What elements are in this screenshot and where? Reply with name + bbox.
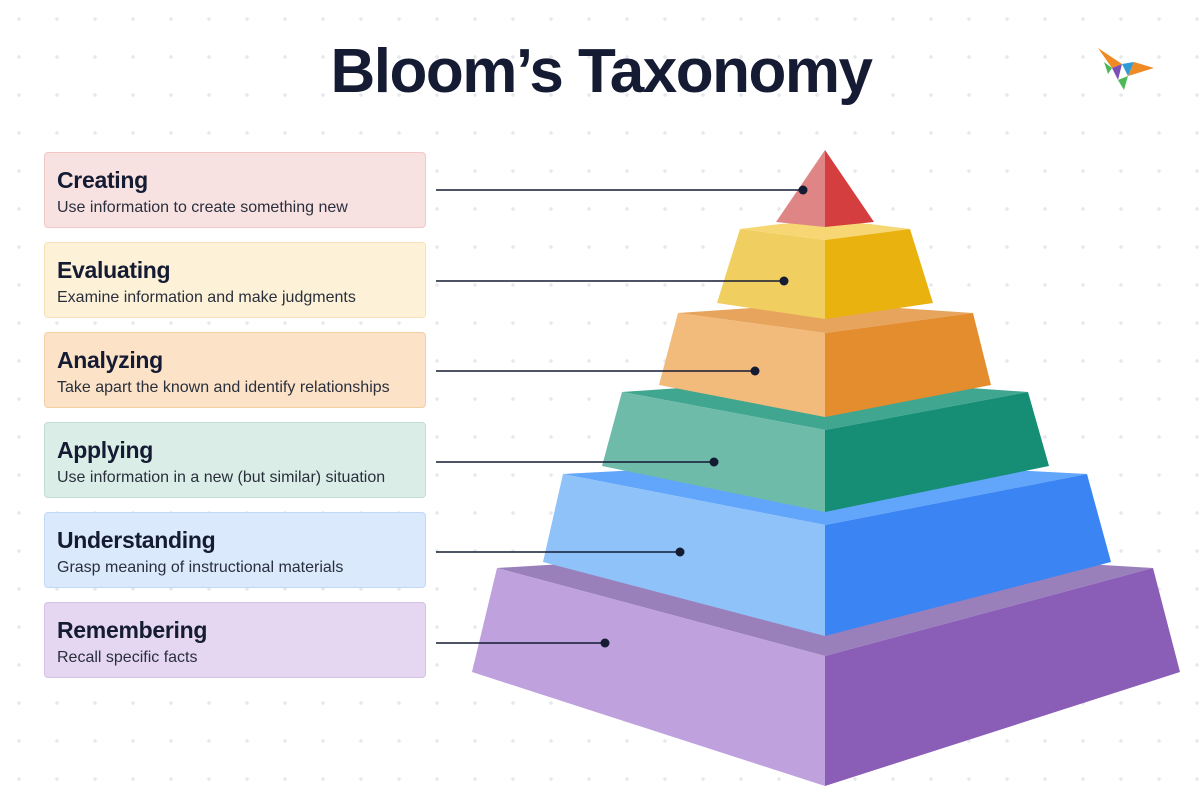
connector-dot xyxy=(709,457,719,467)
connector-analyzing xyxy=(436,366,760,376)
level-description: Examine information and make judgments xyxy=(57,289,356,306)
butterfly-logo-icon xyxy=(1098,48,1154,90)
level-title: Applying xyxy=(57,437,153,463)
connector-dot xyxy=(798,185,808,195)
connector-creating xyxy=(436,185,808,195)
pyramid-face-light xyxy=(472,568,825,786)
level-title: Creating xyxy=(57,167,148,193)
pyramid-layer-creating xyxy=(776,150,874,227)
pyramid-face-top xyxy=(740,221,910,240)
level-title: Evaluating xyxy=(57,257,171,283)
pyramid-face-dark xyxy=(825,474,1111,636)
level-title: Remembering xyxy=(57,617,208,643)
pyramid-face-dark xyxy=(825,150,874,227)
level-description: Grasp meaning of instructional materials xyxy=(57,559,344,576)
pyramid-face-dark xyxy=(825,229,933,319)
connector-applying xyxy=(436,457,719,467)
connector-remembering xyxy=(436,638,610,648)
pyramid-face-light xyxy=(543,474,825,636)
connector-dot xyxy=(750,366,760,376)
level-description: Recall specific facts xyxy=(57,649,198,666)
pyramid-face-dark xyxy=(825,392,1049,512)
pyramid-layer-analyzing xyxy=(659,303,991,417)
pyramid-layer-evaluating xyxy=(717,221,933,319)
pyramid-face-light xyxy=(659,313,825,417)
pyramid-face-dark xyxy=(825,568,1180,786)
connector-understanding xyxy=(436,547,685,557)
connector-dot xyxy=(600,638,610,648)
level-description: Take apart the known and identify relati… xyxy=(57,379,390,396)
pyramid-face-light xyxy=(717,229,825,319)
pyramid-face-light xyxy=(602,392,825,512)
connector-dot xyxy=(779,276,789,286)
level-description: Use information in a new (but similar) s… xyxy=(57,469,386,486)
pyramid-face-dark xyxy=(825,313,991,417)
connector-evaluating xyxy=(436,276,789,286)
level-title: Analyzing xyxy=(57,347,163,373)
connector-dot xyxy=(675,547,685,557)
level-title: Understanding xyxy=(57,527,216,553)
page-title: Bloom’s Taxonomy xyxy=(330,37,873,106)
level-description: Use information to create something new xyxy=(57,199,348,216)
